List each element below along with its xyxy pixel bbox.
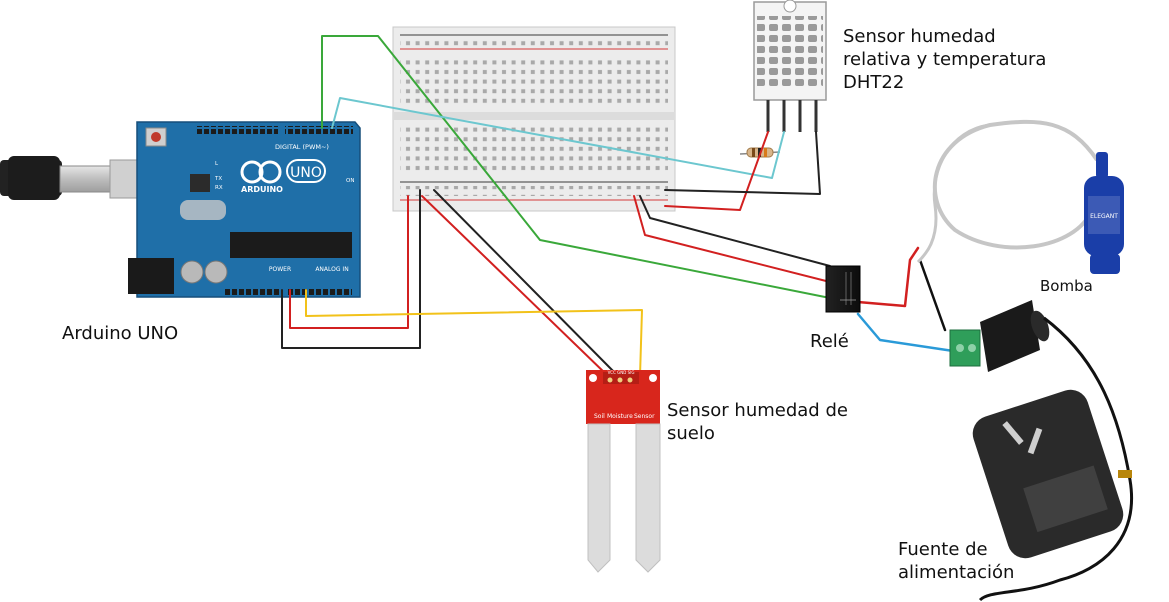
tx-text: TX: [214, 176, 222, 182]
uno-text: UNO: [290, 165, 322, 181]
label-pump: Bomba: [1040, 277, 1093, 295]
analog-in-text: ANALOG IN: [315, 266, 348, 273]
pump-tube: [916, 119, 1099, 264]
dht22-sensor: [753, 0, 827, 132]
breadboard: [392, 26, 676, 212]
soil-pcb-print-3: Sensor: [634, 413, 655, 420]
pump-brand: ELEGANT: [1090, 213, 1118, 220]
soil-moisture-sensor: Soil Moisture Sensor VCC GND SIG: [586, 370, 661, 573]
label-power-supply: Fuente de alimentación: [898, 539, 1015, 583]
relay-module: [825, 265, 861, 313]
water-pump: ELEGANT: [1084, 152, 1124, 274]
label-soil-sensor: Sensor humedad de suelo: [667, 400, 848, 444]
wires: [281, 35, 962, 377]
soil-pin-labels: VCC GND SIG: [608, 370, 635, 375]
l-text: L: [215, 161, 219, 167]
label-relay: Relé: [810, 331, 849, 352]
power-adapter: [972, 389, 1132, 559]
power-text: POWER: [269, 266, 291, 273]
adapter-cable: [978, 316, 1133, 602]
digital-pwm-text: DIGITAL (PWM~): [275, 143, 329, 151]
arduino-uno-board: UNO ARDUINO DIGITAL (PWM~) POWER ANALOG …: [128, 121, 361, 298]
on-text: ON: [346, 178, 354, 184]
soil-pcb-print-2: Moisture: [607, 413, 633, 420]
arduino-text: ARDUINO: [241, 185, 283, 194]
rx-text: RX: [215, 185, 223, 191]
label-dht22: Sensor humedad relativa y temperatura DH…: [843, 26, 1047, 93]
soil-pcb-print-1: Soil: [594, 413, 605, 420]
label-arduino: Arduino UNO: [62, 323, 179, 344]
arduino-logo: [240, 159, 326, 184]
dc-barrel-jack: [949, 300, 1050, 372]
